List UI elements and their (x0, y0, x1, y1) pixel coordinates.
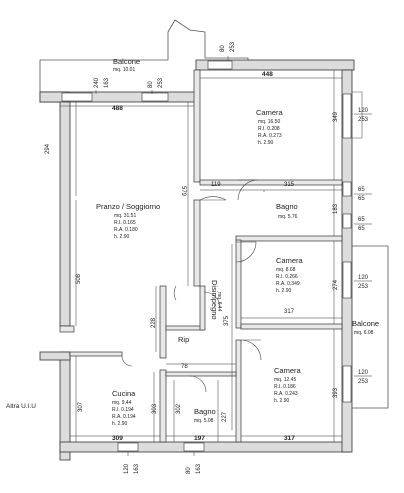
window-ticks (95, 56, 372, 456)
dim-317-mid: 317 (284, 309, 295, 315)
altra-uiu-label: Altra U.I.U (6, 403, 36, 410)
balcone-outline-top (39, 19, 249, 92)
dim-349: 349 (333, 111, 339, 122)
camera2-area: mq. 8.68 (276, 267, 296, 273)
dim-579: 579 (180, 186, 186, 197)
pranzo-ra: R.A. 0.180 (114, 227, 138, 233)
cucina-ri: R.I. 0.194 (112, 407, 134, 413)
dim-508: 508 (76, 273, 82, 284)
bagno1-name: Bagno (276, 202, 298, 211)
dim-228: 228 (151, 317, 157, 328)
cucina-name: Cucina (112, 389, 136, 398)
dim-w120-1: 120 (358, 108, 369, 114)
dim-307: 307 (78, 401, 84, 412)
disimpegno-name: Disimpegno (210, 280, 219, 320)
balcone-outline-right (350, 245, 389, 409)
bagno2-area: mq. 5.08 (194, 418, 214, 424)
camera1-ri: R.I. 0.208 (258, 126, 280, 132)
cucina-ra: R.A. 0.194 (112, 414, 136, 420)
rip-name: Rip (178, 335, 189, 344)
dim-w253-3: 253 (358, 379, 369, 385)
doors (121, 179, 262, 393)
dim-227: 227 (222, 411, 228, 422)
dim-302: 302 (176, 403, 182, 414)
interior-walls (59, 69, 343, 443)
pranzo-ri: R.I. 0.165 (114, 220, 136, 226)
dim-119: 119 (211, 182, 221, 188)
pranzo-area: mq. 31.51 (114, 213, 136, 219)
dim-w80-b2: 80 (186, 467, 192, 474)
dim-78: 78 (181, 364, 188, 370)
pranzo-h: h. 2.90 (114, 234, 130, 240)
bagno1-area: mq. 5.76 (278, 214, 298, 220)
camera2-ra: R.A. 0.349 (276, 281, 300, 287)
camera3-name: Camera (274, 366, 302, 375)
dim-274: 274 (333, 279, 339, 290)
camera2-name: Camera (276, 256, 304, 265)
cucina-area: mq. 9.44 (112, 400, 132, 406)
dim-w80-a: 80 (148, 81, 154, 88)
dim-w65-1: 65 (358, 187, 365, 193)
camera1-ra: R.A. 0.273 (258, 133, 282, 139)
cucina-h: h. 2.90 (112, 421, 128, 427)
balcone-top-area: mq. 10.01 (113, 67, 135, 73)
dimension-lines (60, 70, 342, 442)
dim-183: 183 (333, 203, 339, 214)
dim-w80-top: 80 (220, 45, 226, 52)
dimension-labels: 448 488 349 119 315 183 274 317 579 294 … (45, 41, 369, 474)
exterior-walls (39, 59, 355, 461)
camera1-h: h. 2.90 (258, 140, 274, 146)
dim-317-bot: 317 (284, 435, 295, 442)
dim-393: 393 (333, 387, 339, 398)
camera3-area: mq. 12.45 (274, 377, 296, 383)
dim-303: 303 (152, 403, 158, 414)
dim-w120-2: 120 (358, 275, 369, 281)
camera2-h: h. 2.90 (276, 288, 292, 294)
dim-w253-1: 253 (358, 117, 369, 123)
dim-309: 309 (112, 435, 123, 442)
dim-448: 448 (262, 71, 273, 78)
balcone-right-area: mq. 6.08 (354, 330, 374, 336)
dim-w240: 240 (94, 77, 100, 88)
dim-w120-3: 120 (358, 370, 369, 376)
dim-w163-b1: 163 (134, 463, 140, 474)
camera1-area: mq. 16.50 (258, 119, 280, 125)
dim-w120-b1: 120 (124, 463, 130, 474)
dim-488: 488 (112, 105, 123, 112)
camera3-h: h. 2.90 (274, 398, 290, 404)
balcone-top-name: Balcone (113, 57, 140, 66)
dim-294: 294 (45, 143, 51, 154)
dim-197: 197 (194, 435, 205, 442)
windows (61, 60, 352, 452)
dim-w163-a: 163 (104, 77, 110, 88)
dim-w253-2: 253 (358, 284, 369, 290)
balcone-right-name: Balcone (352, 319, 379, 328)
dim-w65-2: 65 (358, 196, 365, 202)
camera2-ri: R.I. 0.266 (276, 274, 298, 280)
dim-w65-3: 65 (358, 217, 365, 223)
window-leaf-camera1 (352, 91, 363, 139)
dim-w65-4: 65 (358, 226, 365, 232)
pranzo-name: Pranzo / Soggiorno (96, 202, 160, 211)
camera1-name: Camera (256, 108, 284, 117)
camera3-ra: R.A. 0.243 (274, 391, 298, 397)
disimpegno-area: mq. 6.44 (216, 292, 222, 312)
camera3-ri: R.I. 0.186 (274, 384, 296, 390)
dim-w253-a: 253 (158, 77, 164, 88)
bagno2-name: Bagno (194, 407, 216, 416)
dim-w163-b2: 163 (196, 463, 202, 474)
dim-315: 315 (284, 182, 295, 188)
dim-375: 375 (224, 315, 230, 326)
dim-w253-top: 253 (230, 41, 236, 52)
